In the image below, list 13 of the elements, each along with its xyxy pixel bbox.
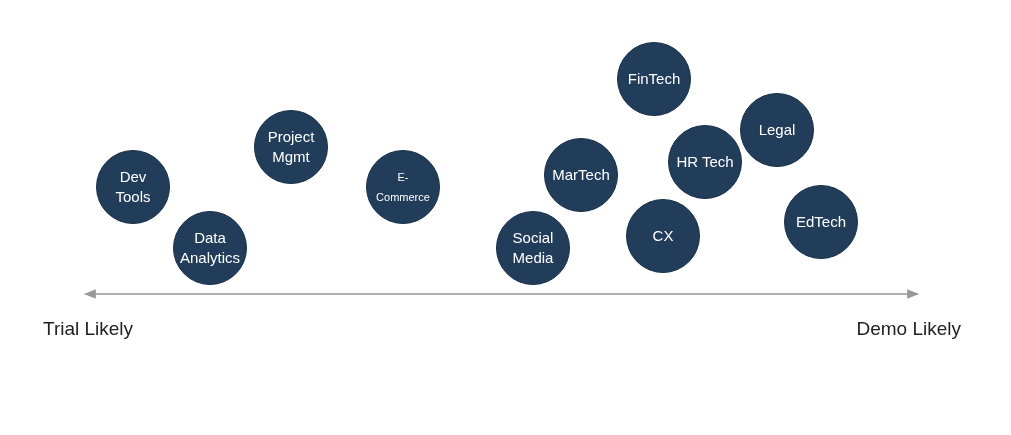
axis-label: Demo Likely — [856, 318, 961, 340]
category-label: EdTech — [794, 212, 847, 232]
category-label: Project Mgmt — [266, 127, 316, 167]
category-label: Data Analytics — [179, 228, 241, 268]
axis-label: Trial Likely — [43, 318, 134, 340]
category-label: E-Commerce — [375, 170, 431, 205]
category-label: CX — [651, 226, 675, 246]
category-label: MarTech — [551, 165, 611, 185]
category-label: Legal — [757, 120, 797, 140]
category-label: Dev Tools — [114, 167, 152, 207]
category-label: Social Media — [511, 228, 555, 268]
category-label: HR Tech — [675, 152, 735, 172]
category-label: FinTech — [626, 69, 682, 89]
